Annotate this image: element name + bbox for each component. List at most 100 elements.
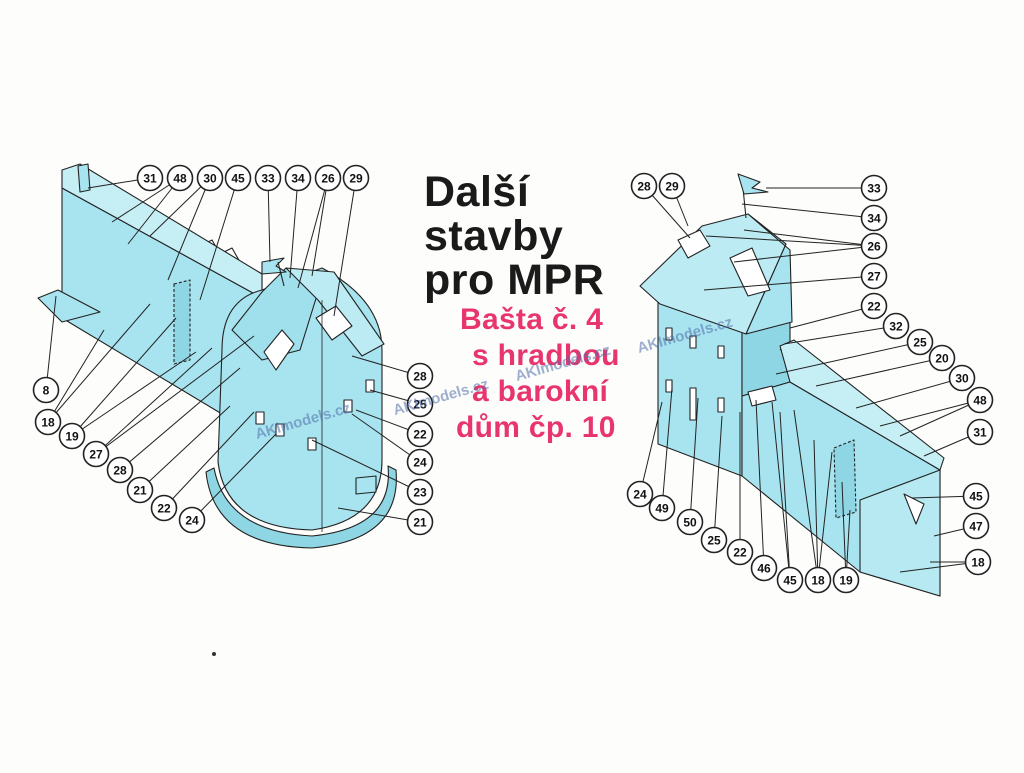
right-callout-50: 50 [676, 508, 704, 536]
right-callout-label: 28 [637, 180, 651, 194]
left-callout-label: 21 [413, 516, 427, 530]
right-callout-47: 47 [962, 512, 990, 540]
right-leader-24 [639, 401, 663, 495]
title-line-3: pro MPR [424, 256, 605, 304]
right-callout-26: 26 [860, 232, 888, 260]
right-leader-18 [793, 409, 819, 581]
left-callout-22: 22 [406, 420, 434, 448]
right-callout-48: 48 [966, 386, 994, 414]
left-callout-circle [224, 164, 252, 192]
right-leader-20 [815, 357, 943, 387]
left-leader-30 [167, 177, 211, 281]
left-callout-31: 31 [136, 164, 164, 192]
right-wall-top [779, 339, 945, 471]
left-callout-circle [406, 420, 434, 448]
right-leader-25 [713, 415, 723, 541]
left-callout-label: 18 [41, 416, 55, 430]
left-callout-circle [342, 164, 370, 192]
right-callout-22: 22 [726, 538, 754, 566]
right-callout-18: 18 [804, 566, 832, 594]
left-callout-circle [34, 408, 62, 436]
right-callout-circle [964, 548, 992, 576]
right-window-1 [665, 327, 673, 341]
right-dormer-2 [729, 247, 771, 297]
left-callout-circle [406, 478, 434, 506]
left-callout-label: 29 [349, 172, 363, 186]
left-model [37, 163, 397, 549]
left-leader-28 [119, 367, 241, 471]
right-callout-label: 26 [867, 240, 881, 254]
right-leader-34 [741, 203, 875, 219]
left-callout-label: 23 [413, 486, 427, 500]
right-callout-circle [648, 494, 676, 522]
left-callout-21: 21 [406, 508, 434, 536]
left-callout-circle [406, 390, 434, 418]
left-callout-27: 27 [82, 440, 110, 468]
left-wall-top [61, 163, 263, 299]
left-leader-26 [297, 177, 329, 289]
right-callout-24: 24 [626, 480, 654, 508]
right-callout-circle [860, 262, 888, 290]
right-window-5 [689, 387, 697, 421]
right-callout-label: 22 [733, 546, 747, 560]
left-leader-26 [311, 177, 329, 277]
right-callout-25: 25 [906, 328, 934, 356]
right-callout-label: 30 [955, 372, 969, 386]
left-flag-pole [277, 261, 285, 287]
left-callout-label: 48 [173, 172, 187, 186]
left-callout-circle [106, 456, 134, 484]
right-roof-side [745, 213, 793, 335]
right-leader-46 [755, 399, 765, 569]
left-tower-base [205, 465, 397, 549]
left-leader-18 [47, 329, 105, 423]
right-callout-label: 27 [867, 270, 881, 284]
left-callout-circle [178, 506, 206, 534]
left-window-4 [343, 399, 353, 413]
left-callout-label: 21 [133, 484, 147, 498]
left-callout-circle [136, 164, 164, 192]
left-base-tab [355, 475, 377, 495]
speck [212, 652, 216, 656]
right-callout-circle [962, 512, 990, 540]
left-callout-label: 22 [413, 428, 427, 442]
right-gate [747, 385, 777, 407]
left-callout-22: 22 [150, 494, 178, 522]
right-callout-circle [948, 364, 976, 392]
right-callout-label: 49 [655, 502, 669, 516]
right-leader-26 [733, 245, 875, 263]
left-callout-28: 28 [106, 456, 134, 484]
title-line-1: Další [424, 168, 530, 216]
left-callout-circle [196, 164, 224, 192]
left-callout-label: 27 [89, 448, 103, 462]
right-leader-18 [813, 439, 819, 581]
subtitle-line-4: dům čp. 10 [456, 411, 616, 444]
right-leader-22 [789, 305, 875, 329]
right-leader-45 [771, 401, 791, 581]
left-callout-8: 8 [32, 376, 60, 404]
right-callout-circle [860, 174, 888, 202]
right-leader-27 [703, 275, 875, 291]
right-callout-45: 45 [776, 566, 804, 594]
left-callout-circle [82, 440, 110, 468]
left-callout-circle [406, 448, 434, 476]
left-callout-19: 19 [58, 422, 86, 450]
right-leader-25 [775, 341, 921, 375]
left-window-5 [365, 379, 375, 393]
left-leader-21 [139, 405, 231, 491]
right-callout-29: 29 [658, 172, 686, 200]
right-wall-door [903, 493, 925, 525]
right-callout-20: 20 [928, 344, 956, 372]
right-callout-45: 45 [962, 482, 990, 510]
right-callout-34: 34 [860, 204, 888, 232]
right-callout-circle [962, 482, 990, 510]
right-callout-circle [700, 526, 728, 554]
right-callout-circle [804, 566, 832, 594]
left-callout-48: 48 [166, 164, 194, 192]
left-callout-circle [284, 164, 312, 192]
left-leader-48 [127, 177, 181, 245]
right-dormer-1 [677, 229, 711, 259]
right-callout-circle [882, 312, 910, 340]
left-callout-circle [406, 362, 434, 390]
left-callout-label: 19 [65, 430, 79, 444]
